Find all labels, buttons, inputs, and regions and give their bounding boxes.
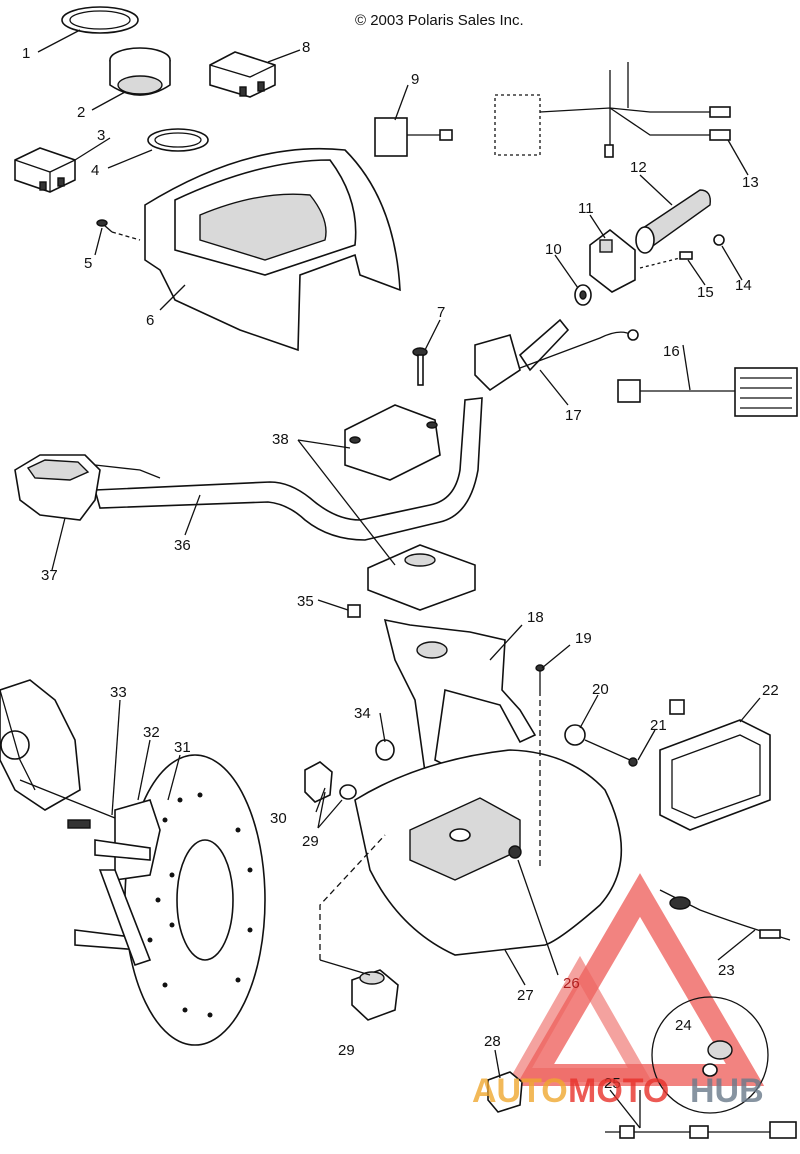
callout-36: 36 — [174, 537, 191, 554]
callout-22: 22 — [762, 682, 779, 699]
part-36-handlebar — [93, 397, 483, 541]
leader-lines — [37, 29, 761, 1129]
part-35-clip — [347, 604, 361, 618]
watermark-part3: HUB — [690, 1072, 764, 1110]
part-32-caliper — [74, 799, 161, 967]
callout-5: 5 — [84, 255, 92, 272]
part-8-regulator — [209, 51, 276, 98]
callout-8: 8 — [302, 39, 310, 56]
watermark-logo — [507, 873, 765, 1086]
callout-29-lower: 29 — [338, 1042, 355, 1059]
part-16-heater — [617, 367, 798, 417]
callout-9: 9 — [411, 71, 419, 88]
callout-4: 4 — [91, 162, 99, 179]
callout-38: 38 — [272, 431, 289, 448]
callout-25: 25 — [604, 1075, 621, 1092]
part-27-lower-pod — [354, 749, 623, 956]
part-13-harness — [494, 62, 731, 158]
part-15-screw — [639, 251, 693, 269]
callout-20: 20 — [592, 681, 609, 698]
part-7-bolt — [412, 347, 428, 386]
callout-28: 28 — [484, 1033, 501, 1050]
part-5-screw — [96, 219, 141, 241]
callout-27: 27 — [517, 987, 534, 1004]
part-10-washer — [574, 284, 592, 306]
part-6-pod-cover — [144, 147, 401, 352]
part-29-nut — [339, 784, 357, 800]
part-24-bulb-detail — [651, 996, 769, 1114]
callout-12: 12 — [630, 159, 647, 176]
callout-21: 21 — [650, 717, 667, 734]
part-17-brake-lever — [474, 318, 639, 392]
part-3-regulator — [14, 147, 76, 193]
part-29-switch-lower — [351, 969, 399, 1021]
callout-15: 15 — [697, 284, 714, 301]
part-31-brake-disc — [124, 754, 266, 1046]
callout-1: 1 — [22, 45, 30, 62]
part-2-gauge-housing — [109, 47, 171, 96]
callout-29-upper: 29 — [302, 833, 319, 850]
part-28-clip — [487, 1071, 523, 1113]
callout-labels: 1 2 3 4 5 6 7 8 9 10 11 12 13 14 15 16 1… — [22, 39, 779, 1092]
watermark-text: AUTO MOTO HUB — [472, 1072, 764, 1110]
copyright-notice: © 2003 Polaris Sales Inc. — [355, 12, 524, 29]
callout-37: 37 — [41, 567, 58, 584]
part-18-bracket — [383, 618, 537, 786]
part-fork — [0, 679, 121, 821]
part-20-gear — [564, 724, 631, 761]
part-23-cable — [659, 889, 791, 941]
callout-3: 3 — [97, 127, 105, 144]
part-26-grommet — [508, 845, 522, 859]
part-22-headlight — [659, 699, 771, 831]
callout-6: 6 — [146, 312, 154, 329]
callout-7: 7 — [437, 304, 445, 321]
part-25-harness — [605, 1090, 797, 1139]
part-4-ring — [147, 128, 209, 152]
part-30-switch — [304, 761, 333, 803]
callout-11: 11 — [578, 200, 594, 217]
part-21-screw — [628, 757, 638, 767]
callout-10: 10 — [545, 241, 562, 258]
part-12-grip — [635, 189, 711, 254]
callout-31: 31 — [174, 739, 191, 756]
part-1-ring — [61, 6, 139, 34]
part-37-master-cylinder — [14, 454, 161, 521]
part-19-screw — [535, 664, 545, 690]
callout-16: 16 — [663, 343, 680, 360]
callout-23: 23 — [718, 962, 735, 979]
callout-32: 32 — [143, 724, 160, 741]
part-34-ring — [375, 739, 395, 761]
part-33-bolt — [67, 819, 91, 829]
callout-35: 35 — [297, 593, 314, 610]
callout-13: 13 — [742, 174, 759, 191]
callout-34: 34 — [354, 705, 371, 722]
watermark-part2: MOTO — [568, 1072, 669, 1110]
callout-18: 18 — [527, 609, 544, 626]
callout-30: 30 — [270, 810, 287, 827]
callout-26: 26 — [563, 975, 580, 992]
callout-33: 33 — [110, 684, 127, 701]
callout-17: 17 — [565, 407, 582, 424]
watermark-part1: AUTO — [472, 1072, 568, 1110]
callout-14: 14 — [735, 277, 752, 294]
callout-2: 2 — [77, 104, 85, 121]
callout-19: 19 — [575, 630, 592, 647]
part-38-clamp-lower — [367, 544, 476, 611]
callout-24: 24 — [675, 1017, 692, 1034]
part-14-nut — [713, 234, 725, 246]
part-9-module — [374, 117, 453, 157]
part-11-throttle-housing — [589, 228, 636, 293]
part-38-clamp-upper — [344, 404, 441, 481]
